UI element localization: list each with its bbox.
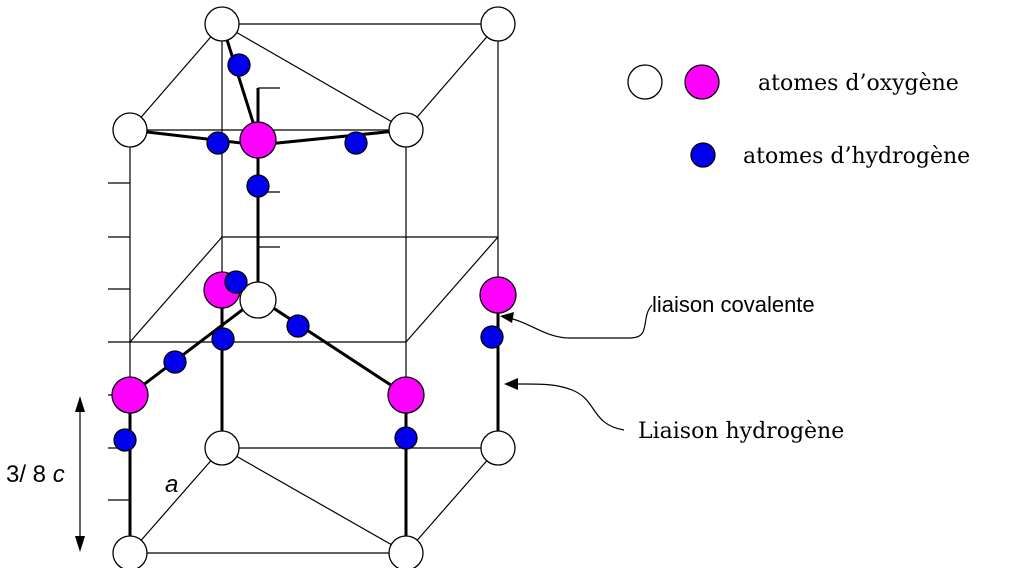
height-label: 3/ 8 c <box>6 461 65 488</box>
hydrogen-atoms <box>113 53 504 452</box>
oxygen-atom-white <box>480 430 516 466</box>
legend: atomes d’oxygène atomes d’hydrogène <box>627 64 970 169</box>
height-label-variable: c <box>53 461 65 488</box>
legend-oxygen-magenta-swatch <box>684 64 720 100</box>
hydrogen-atom <box>224 270 248 294</box>
unit-cell-edges <box>129 23 499 554</box>
oxygen-atom-white <box>112 535 148 568</box>
cell-edge <box>221 447 407 554</box>
cell-edge <box>129 236 223 343</box>
covalent-bond-callout <box>500 304 653 339</box>
oxygen-atom-magenta <box>387 376 425 414</box>
cell-edge <box>405 236 499 343</box>
hydrogen-atom <box>163 350 187 374</box>
hydrogen-bond-callout <box>504 378 625 431</box>
oxygen-atom-white <box>112 112 148 148</box>
oxygen-atoms-magenta <box>111 121 517 414</box>
legend-hydrogen-swatch <box>690 142 716 168</box>
covalent-bond-label: liaison covalente <box>652 292 815 317</box>
hydrogen-atom <box>344 131 368 155</box>
oxygen-atom-white-center <box>239 281 277 319</box>
height-dimension-arrow <box>75 396 85 552</box>
oxygen-atom-white <box>204 6 240 42</box>
cell-edge <box>405 447 499 554</box>
hydrogen-atom <box>211 327 235 351</box>
hydrogen-atom <box>206 131 230 155</box>
hydrogen-atom <box>113 428 137 452</box>
cell-edge <box>405 23 499 131</box>
lattice-parameter-label: a <box>165 471 178 498</box>
hydrogen-atom <box>480 325 504 349</box>
hydrogen-atom <box>286 314 310 338</box>
oxygen-atoms-white <box>112 6 516 568</box>
cell-edge <box>129 23 223 131</box>
oxygen-atom-magenta <box>111 376 149 414</box>
bond-line <box>220 23 260 139</box>
oxygen-atom-white <box>388 112 424 148</box>
oxygen-atom-white <box>204 430 240 466</box>
hydrogen-atom <box>227 53 251 77</box>
oxygen-atom-magenta <box>479 276 517 314</box>
bonds <box>128 23 500 553</box>
hydrogen-atom <box>246 174 270 198</box>
cell-edge <box>221 23 407 131</box>
height-label-prefix: 3/ 8 <box>6 461 53 488</box>
oxygen-atom-white <box>388 535 424 568</box>
cell-edge <box>129 447 223 554</box>
legend-oxygen-label: atomes d’oxygène <box>758 71 959 96</box>
legend-oxygen-white-swatch <box>627 64 663 100</box>
oxygen-atom-white <box>480 6 516 42</box>
oxygen-atom-magenta <box>239 121 277 159</box>
hydrogen-atom <box>394 426 418 450</box>
hydrogen-bond-label: Liaison hydrogène <box>638 419 844 444</box>
legend-hydrogen-label: atomes d’hydrogène <box>743 144 970 169</box>
